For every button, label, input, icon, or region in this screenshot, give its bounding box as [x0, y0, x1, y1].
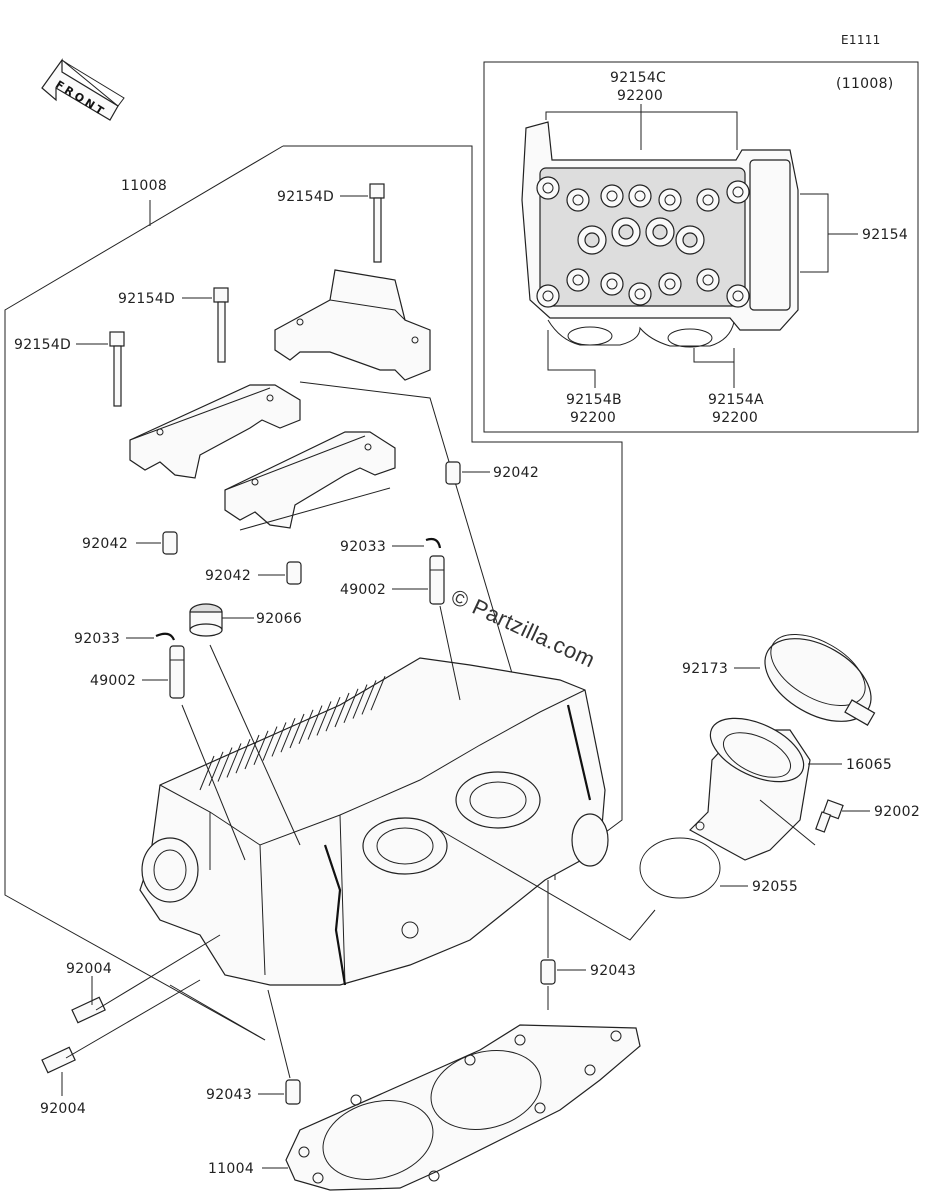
callout-92033-left: 92033: [74, 631, 121, 647]
keeper-92033-right-icon: [425, 537, 442, 549]
callout-92042-mid: 92042: [205, 568, 252, 584]
callout-11004: 11004: [208, 1161, 255, 1177]
inset-title: (11008): [836, 76, 894, 92]
callout-92066: 92066: [256, 611, 303, 627]
stud-92004-top-icon: [71, 996, 106, 1024]
callout-92154D-left: 92154D: [14, 337, 72, 353]
oring-92055-icon: [639, 837, 721, 899]
cylinder-head-icon: [139, 657, 609, 986]
inset-callout-92200-bl: 92200: [570, 410, 617, 426]
head-gasket-11004-icon: [285, 1024, 641, 1191]
callout-49002-right: 49002: [340, 582, 387, 598]
callout-11008: 11008: [121, 178, 168, 194]
callout-92154D-mid: 92154D: [118, 291, 176, 307]
bolt-92154D-left-icon: [109, 331, 125, 407]
inset-callout-92154B: 92154B: [566, 392, 622, 408]
bolt-92154D-mid-icon: [213, 287, 229, 363]
valve-guide-49002-right-icon: [429, 555, 445, 605]
valve-guide-49002-left-icon: [169, 645, 185, 699]
front-arrow-icon: [41, 58, 125, 121]
callout-92043-left: 92043: [206, 1087, 253, 1103]
bolt-92154D-top-icon: [369, 183, 385, 263]
dowel-92043-right-icon: [540, 959, 556, 985]
callout-16065: 16065: [846, 757, 893, 773]
callout-92043-right: 92043: [590, 963, 637, 979]
callout-92033-right: 92033: [340, 539, 387, 555]
carburetor-holder-16065-icon: [689, 717, 811, 861]
inset-callout-92200-br: 92200: [712, 410, 759, 426]
bolt-92002-icon: [815, 799, 844, 833]
inset-frame: [483, 61, 919, 433]
seal-92066-icon: [189, 603, 223, 637]
cam-cap-right-icon: [224, 431, 396, 529]
callout-92173: 92173: [682, 661, 729, 677]
diagram-code: E1111: [841, 33, 881, 47]
inset-callout-92154: 92154: [862, 227, 909, 243]
cam-cap-upper-icon: [274, 269, 431, 381]
callout-92154D-top: 92154D: [277, 189, 335, 205]
dowel-92042-right-icon: [445, 461, 461, 485]
stud-92004-bottom-icon: [41, 1046, 76, 1074]
dowel-92043-left-icon: [285, 1079, 301, 1105]
inset-callout-92154C: 92154C: [610, 70, 667, 86]
clamp-92173-icon: [764, 633, 876, 726]
callout-92055: 92055: [752, 879, 799, 895]
dowel-92042-left-icon: [162, 531, 178, 555]
cam-cap-left-icon: [129, 384, 301, 479]
callout-92004-bottom: 92004: [40, 1101, 87, 1117]
callout-92002: 92002: [874, 804, 921, 820]
callout-49002-left: 49002: [90, 673, 137, 689]
dowel-92042-mid-icon: [286, 561, 302, 585]
inset-callout-92200-top: 92200: [617, 88, 664, 104]
keeper-92033-left-icon: [155, 632, 176, 641]
inset-callout-92154A: 92154A: [708, 392, 764, 408]
callout-92004-top: 92004: [66, 961, 113, 977]
callout-92042-right: 92042: [493, 465, 540, 481]
inset-head-top-view: [521, 121, 799, 348]
callout-92042-left: 92042: [82, 536, 129, 552]
